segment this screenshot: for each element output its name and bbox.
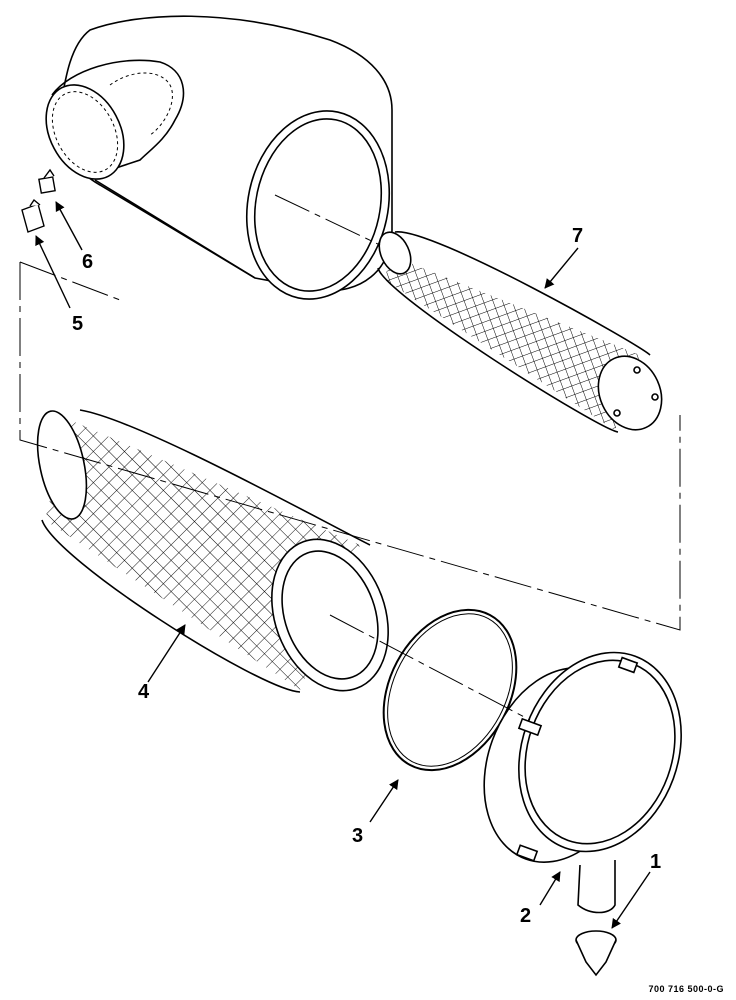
- assembly-centerlines: [19, 194, 681, 721]
- end-cover: [483, 651, 682, 914]
- callout-4: 4: [138, 681, 150, 703]
- leader-6: [55, 201, 83, 251]
- dust-cap-small: [21, 198, 45, 233]
- leader-7: [544, 247, 579, 289]
- valve-fitting: [38, 168, 56, 194]
- leader-3: [369, 779, 399, 823]
- callout-3: 3: [352, 825, 363, 847]
- safety-filter-element: [377, 231, 663, 433]
- figure-id: 700 716 500-0-G: [648, 984, 724, 994]
- vacuator-valve: [575, 930, 617, 977]
- air-cleaner-housing: [45, 15, 393, 300]
- leader-2: [539, 871, 561, 906]
- primary-filter-element: [36, 409, 389, 693]
- callout-2: 2: [520, 905, 531, 927]
- seal-ring-inner: [387, 613, 513, 767]
- callout-leaders: [35, 201, 651, 929]
- callout-6: 6: [82, 251, 93, 273]
- leader-5: [35, 235, 71, 309]
- leader-1: [611, 871, 651, 929]
- callout-1: 1: [650, 851, 661, 873]
- callout-5: 5: [72, 313, 83, 335]
- leader-4: [147, 624, 186, 683]
- callout-7: 7: [572, 225, 583, 247]
